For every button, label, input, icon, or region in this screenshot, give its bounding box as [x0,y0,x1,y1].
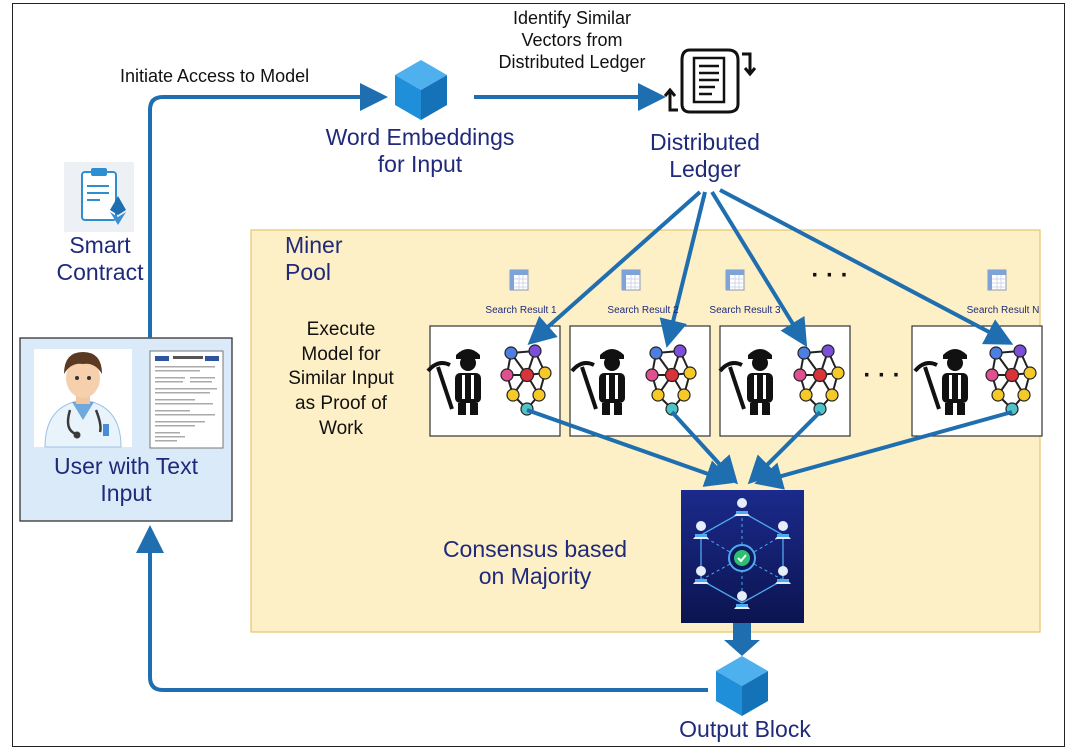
miner-card-2 [569,325,711,437]
diagram-frame [12,3,1065,747]
miner-card-n [911,325,1043,437]
smart-contract-label: Smart Contract [56,232,144,286]
miner-pool-area [250,229,1041,633]
search-result-2-label: Search Result 2 [607,305,679,316]
miner-card-1 [426,325,561,437]
arrow-ledger-to-card-2 [659,191,707,348]
doctor-icon [44,352,122,448]
arrow-output-to-user [136,525,708,692]
search-result-2-icon [621,269,641,291]
arrow-ledger-to-card-1 [527,190,702,345]
identify-vectors-label: Identify Similar Vectors from Distribute… [498,8,646,72]
arrow-card-n-to-consensus [754,410,1013,490]
arrow-card-1-to-consensus [526,408,734,487]
consensus-label: Consensus based on Majority [442,536,628,590]
search-result-1-label: Search Result 1 [485,305,557,316]
arrow-card-2-to-consensus [670,410,739,485]
search-result-n-label: Search Result N [966,305,1040,316]
search-result-1-icon [509,269,529,291]
search-result-3-icon [725,269,745,291]
user-label: User with Text Input [53,453,198,507]
ellipsis-top: · · · [811,262,849,289]
arrow-ledger-to-card-n [719,188,1014,345]
smart-contract-icon [64,162,134,232]
search-result-n-icon [987,269,1007,291]
output-block-cube-icon [716,656,768,716]
ledger-scroll-icon [663,48,757,114]
miner-pool-label: Miner Pool [285,232,343,286]
output-block-label: Output Block [679,716,811,742]
arrow-user-to-embeddings [148,83,388,338]
consensus-network-icon [681,490,804,623]
execute-model-label: Execute Model for Similar Input as Proof… [288,319,394,439]
word-embeddings-label: Word Embeddings for Input [325,124,515,178]
distributed-ledger-label: Distributed Ledger [650,129,760,183]
arrow-ledger-to-card-3 [710,190,808,348]
initiate-access-label: Initiate Access to Model [120,66,310,86]
search-result-3-label: Search Result 3 [709,305,781,316]
consensus-output-arrow [724,623,760,656]
miner-card-3 [718,325,851,437]
word-embeddings-cube-icon [395,60,447,120]
ellipsis-middle: · · · [863,362,901,389]
document-icon [149,350,224,449]
